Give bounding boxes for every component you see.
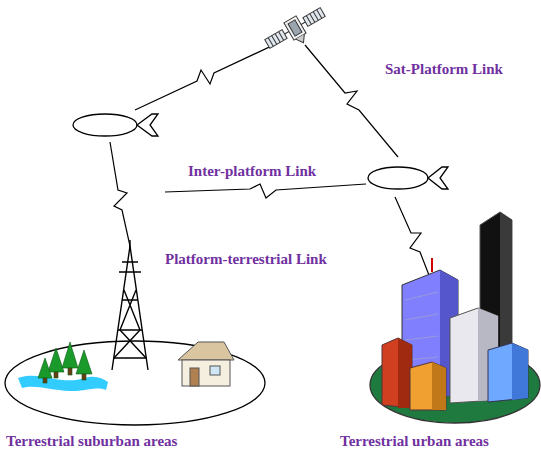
- link-label: Platform-terrestrial Link: [165, 250, 327, 268]
- urban-scene: [370, 212, 540, 423]
- link-lines: [110, 42, 434, 288]
- link-label: Inter-platform Link: [188, 162, 316, 180]
- link-label: Terrestrial suburban areas: [6, 432, 177, 450]
- suburban-scene: [5, 240, 265, 425]
- link-label: Terrestrial urban areas: [340, 432, 489, 450]
- platform-airship: [368, 167, 448, 189]
- link-label: Sat-Platform Link: [385, 60, 503, 78]
- satellite-icon: [262, 3, 331, 58]
- platform-airship: [73, 114, 158, 136]
